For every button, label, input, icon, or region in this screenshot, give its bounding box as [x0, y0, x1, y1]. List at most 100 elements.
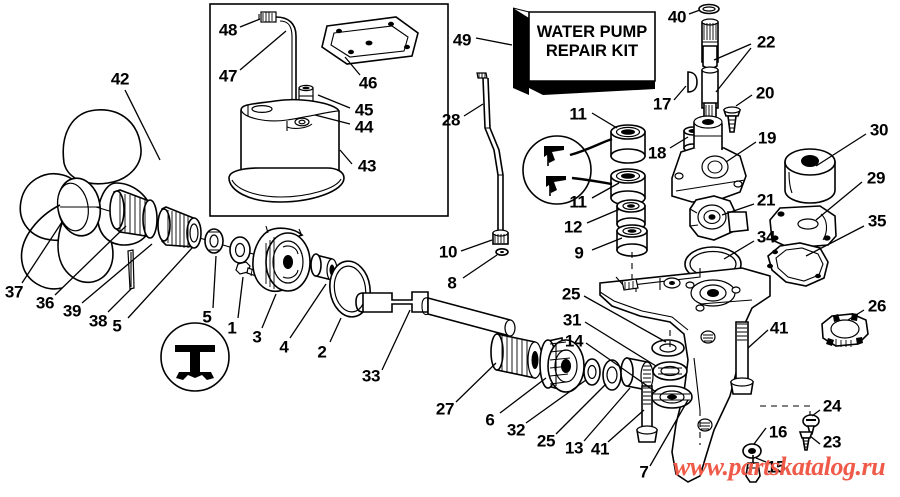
callout-7: 7 [639, 462, 649, 482]
callout-25: 25 [561, 284, 581, 304]
part-24-screw [802, 414, 820, 435]
driveshaft-group [683, 3, 742, 153]
part-35-pump-gasket [767, 242, 829, 287]
part-23-screw [798, 431, 814, 451]
callout-49: 49 [452, 30, 472, 50]
callout-6: 6 [485, 410, 495, 430]
inset-box-water-pump-housing [209, 3, 449, 217]
callout-17: 17 [652, 94, 672, 114]
callout-32: 32 [506, 420, 526, 440]
callout-30: 30 [869, 120, 889, 140]
callout-20: 20 [755, 83, 775, 103]
callout-24: 24 [822, 396, 842, 416]
part-21-impeller-housing [689, 195, 749, 241]
callout-16: 16 [768, 422, 788, 442]
callout-40: 40 [667, 7, 687, 27]
callout-31: 31 [562, 310, 582, 330]
seal-bearing-stack [522, 124, 648, 285]
part-10-bushing [492, 229, 509, 245]
callout-3: 3 [252, 327, 262, 347]
water-pump-repair-kit-label: WATER PUMP REPAIR KIT [537, 23, 648, 61]
callout-37: 37 [4, 282, 24, 302]
propshaft-gear-assembly [355, 291, 754, 443]
small-hardware-group [742, 405, 820, 483]
callout-36: 36 [35, 293, 55, 313]
callout-26: 26 [867, 296, 887, 316]
part-41b-bolt [730, 321, 754, 395]
part-8-washer [495, 248, 509, 257]
part-7-gearcase-housing [599, 267, 771, 483]
leader-lines [21, 9, 867, 467]
part-46-gasket [321, 16, 419, 65]
callout-11: 11 [569, 104, 587, 124]
detail-circle-shift-dog [160, 322, 230, 392]
callout-19: 19 [757, 128, 777, 148]
callout-9: 9 [574, 243, 584, 263]
part-43-pump-housing [228, 98, 345, 203]
callout-18: 18 [647, 143, 667, 163]
callout-22: 22 [756, 32, 776, 52]
part-27-sleeve [490, 333, 543, 379]
callout-2: 2 [317, 342, 327, 362]
part-25a-thrust-bearing [602, 359, 622, 391]
part-28-shift-rod [476, 72, 509, 257]
callout-21: 21 [756, 190, 776, 210]
callout-46: 46 [358, 73, 378, 93]
kit-label-line2: REPAIR KIT [545, 42, 639, 60]
callout-47: 47 [218, 66, 238, 86]
callout-48: 48 [218, 20, 238, 40]
callout-41: 41 [769, 318, 789, 338]
callout-12: 12 [563, 217, 583, 237]
callout-13: 13 [564, 438, 584, 458]
callout-42: 42 [110, 69, 130, 89]
callout-15: 15 [766, 457, 786, 477]
callout-41: 41 [590, 439, 610, 459]
callout-28: 28 [441, 110, 461, 130]
part-26-retainer [821, 313, 869, 347]
part-33-propeller-shaft [355, 291, 516, 338]
callout-4: 4 [279, 337, 289, 357]
part-40-o-ring [698, 3, 720, 15]
part-36-spline-hub [109, 189, 158, 239]
part-41a-bolt [636, 385, 658, 443]
part-37-spring-clip [20, 204, 63, 290]
water-pump-body-group [671, 115, 869, 347]
callout-35: 35 [867, 211, 887, 231]
callout-1: 1 [227, 318, 237, 338]
callout-27: 27 [435, 399, 455, 419]
part-11b-oil-seal [610, 168, 646, 206]
part-17-woodruff-key [687, 71, 698, 93]
part-15-anode-bolt [745, 455, 761, 483]
part-5b-washer [229, 236, 251, 264]
callout-5: 5 [112, 316, 122, 336]
part-6-forward-gear [539, 337, 585, 393]
part-49-water-pump-repair-kit-box [512, 7, 656, 95]
callout-44: 44 [354, 117, 374, 137]
part-32-thrust-washer [583, 358, 601, 386]
callout-43: 43 [357, 156, 377, 176]
callout-11: 11 [569, 192, 587, 212]
part-47-water-tube [275, 16, 297, 104]
part-3-bearing-carrier [252, 225, 311, 292]
part-5-thrust-washer [204, 228, 224, 254]
part-19-pump-housing [671, 115, 747, 203]
callout-5: 5 [202, 307, 212, 327]
part-9-bearing [616, 224, 648, 257]
callout-34: 34 [756, 227, 776, 247]
callout-25: 25 [536, 431, 556, 451]
part-30-impeller [784, 148, 836, 204]
callout-33: 33 [361, 366, 381, 386]
callout-39: 39 [62, 301, 82, 321]
callout-38: 38 [88, 311, 108, 331]
part-2-o-ring [329, 260, 371, 318]
propeller-assembly [19, 109, 371, 392]
callout-29: 29 [866, 168, 886, 188]
part-48-fitting [258, 11, 277, 23]
part-38-cotter-pin [127, 249, 135, 290]
part-22b-driveshaft-lower [701, 66, 719, 123]
kit-label-line1: WATER PUMP [536, 23, 648, 42]
callout-23: 23 [822, 432, 842, 452]
callout-14: 14 [564, 331, 584, 351]
seal-detail-pointers [569, 137, 613, 186]
